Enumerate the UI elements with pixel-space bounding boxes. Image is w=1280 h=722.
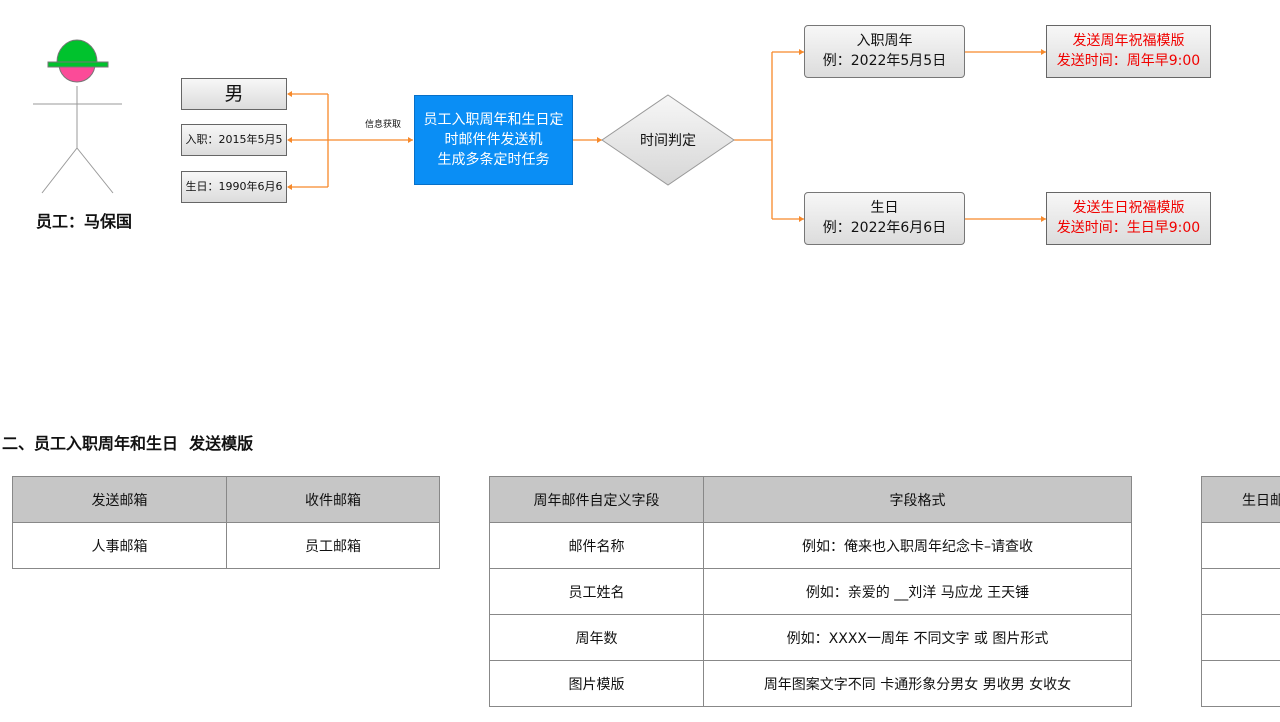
branch-title: 生日 — [870, 199, 899, 216]
table-cell: 例如：亲爱的 __刘洋 马应龙 王天锤 — [703, 568, 1132, 615]
table-header: 发送邮箱 — [12, 476, 227, 523]
branch-example: 例：2022年5月5日 — [822, 52, 947, 69]
anniversary-action-box: 发送周年祝福模版发送时间：周年早9:00 — [1046, 25, 1211, 78]
table-cell: 员工姓名 — [489, 568, 704, 615]
branch-title: 入职周年 — [856, 32, 913, 49]
connector-label: 信息获取 — [364, 120, 401, 130]
stick-figure — [33, 86, 122, 194]
table-cell: 图片模版 — [489, 660, 704, 707]
section-heading: 二、员工入职周年和生日 发送模版 — [2, 434, 254, 453]
table-row — [1201, 614, 1280, 661]
table-row: 周年数例如：XXXX一周年 不同文字 或 图片形式 — [489, 614, 1132, 661]
engine-line: 生成多条定时任务 — [437, 152, 550, 169]
action-title: 发送生日祝福模版 — [1072, 199, 1185, 216]
hat-brim — [47, 61, 109, 68]
branch-example: 例：2022年6月6日 — [822, 219, 947, 236]
table-cell: 人事邮箱 — [12, 522, 227, 569]
engine-line: 时邮件件发送机 — [444, 131, 543, 148]
table-cell: 例如：俺来也入职周年纪念卡–请查收 — [703, 522, 1132, 569]
mailbox-table: 发送邮箱收件邮箱 人事邮箱员工邮箱 — [12, 476, 440, 569]
table-cell: 例如：XXXX一周年 不同文字 或 图片形式 — [703, 614, 1132, 661]
table-row: 邮件名称例如：俺来也入职周年纪念卡–请查收 — [489, 522, 1132, 569]
birthday-fields-table: 生日邮 — [1201, 476, 1280, 707]
table-header: 生日邮 — [1201, 476, 1280, 523]
table-row — [1201, 660, 1280, 707]
birthday-branch-box: 生日例：2022年6月6日 — [804, 192, 965, 245]
table-cell: 周年数 — [489, 614, 704, 661]
hire-date-box: 入职：2015年5月5 — [181, 124, 287, 156]
gender-box: 男 — [181, 78, 287, 110]
diagram-lines — [33, 39, 1046, 222]
table-row: 图片模版周年图案文字不同 卡通形象分男女 男收男 女收女 — [489, 660, 1132, 707]
decision-diamond — [601, 94, 735, 186]
hat-icon — [56, 39, 98, 63]
table-header: 收件邮箱 — [226, 476, 440, 523]
birthday-action-box: 发送生日祝福模版发送时间：生日早9:00 — [1046, 192, 1211, 245]
anniversary-box: 入职周年例：2022年5月5日 — [804, 25, 965, 78]
anniversary-fields-table: 周年邮件自定义字段字段格式 邮件名称例如：俺来也入职周年纪念卡–请查收 员工姓名… — [489, 476, 1132, 707]
table-header: 字段格式 — [703, 476, 1132, 523]
face — [58, 63, 96, 83]
table-row — [1201, 522, 1280, 569]
table-cell: 周年图案文字不同 卡通形象分男女 男收男 女收女 — [703, 660, 1132, 707]
table-header: 周年邮件自定义字段 — [489, 476, 704, 523]
birthday-box: 生日：1990年6月6 — [181, 171, 287, 203]
engine-line: 员工入职周年和生日定 — [423, 111, 564, 128]
send-time: 发送时间：生日早9:00 — [1056, 219, 1201, 236]
decision-label: 时间判定 — [640, 133, 696, 149]
table-row: 员工姓名例如：亲爱的 __刘洋 马应龙 王天锤 — [489, 568, 1132, 615]
table-cell: 邮件名称 — [489, 522, 704, 569]
table-row: 人事邮箱员工邮箱 — [12, 522, 440, 569]
table-row — [1201, 568, 1280, 615]
action-title: 发送周年祝福模版 — [1072, 32, 1185, 49]
send-time: 发送时间：周年早9:00 — [1056, 52, 1201, 69]
table-cell: 员工邮箱 — [226, 522, 440, 569]
scheduler-engine-box: 员工入职周年和生日定 时邮件件发送机 生成多条定时任务 — [414, 95, 573, 185]
employee-label: 员工：马保国 — [35, 212, 132, 231]
